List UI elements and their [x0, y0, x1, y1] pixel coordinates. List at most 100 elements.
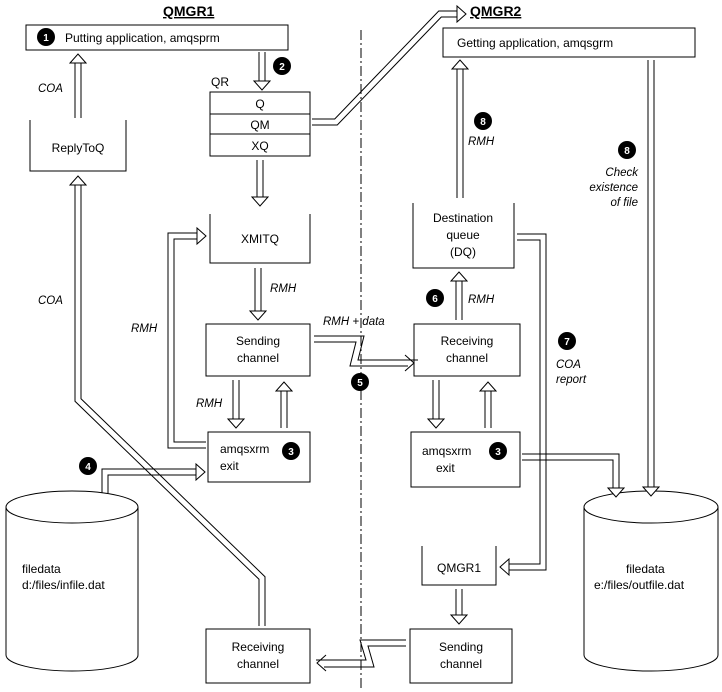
check-existence-line1: Check — [605, 167, 639, 179]
arrow-exit2-to-receiving — [478, 381, 498, 428]
arrow-getting-to-outfile — [641, 60, 661, 497]
qr-label: QR — [211, 75, 229, 89]
outfile-label-line2: e:/files/outfile.dat — [594, 578, 685, 592]
amqsxrm-exit-qmgr2-line1: amqsxrm — [422, 444, 471, 458]
qmgr1-transmission-queue: QMGR1 — [421, 546, 497, 586]
outfile-cylinder: filedata e:/files/outfile.dat — [583, 490, 719, 672]
qmgr1-title: QMGR1 — [163, 3, 215, 19]
arrow-app-to-qr — [252, 52, 272, 91]
arrow-qr-to-xmitq — [250, 160, 270, 207]
rmh-label-xmitq: RMH — [270, 283, 297, 295]
arrow-qr-to-qmgr2 — [312, 4, 467, 126]
receiving-channel-qmgr2-line2: channel — [446, 351, 488, 365]
outfile-label-line1: filedata — [626, 562, 665, 576]
rmh-label-exit: RMH — [196, 398, 223, 410]
arrow-replytoq-to-app — [68, 53, 88, 118]
step-badge-3-qmgr2: 3 — [489, 442, 507, 460]
step-badge-4-text: 4 — [85, 462, 91, 473]
rmh-data-label: RMH + data — [323, 316, 385, 328]
step-badge-1: 1 — [37, 28, 55, 46]
qr-row-xq: XQ — [251, 139, 268, 153]
step-badge-1-text: 1 — [43, 33, 49, 44]
receiving-channel-qmgr1-line2: channel — [237, 657, 279, 671]
flow-arrows — [68, 4, 661, 626]
xmitq-queue: XMITQ — [209, 214, 311, 264]
arrow-infile-to-exit — [101, 462, 206, 493]
arrow-qmgr1q-to-sending — [449, 589, 469, 625]
step-badge-3-qmgr1-text: 3 — [288, 447, 294, 458]
step-badge-7-text: 7 — [564, 337, 570, 348]
getting-application-box: Getting application, amqsgrm — [442, 27, 696, 58]
step-badge-3-qmgr2-text: 3 — [495, 447, 501, 458]
channel-link-qmgr1-to-qmgr2 — [314, 335, 418, 372]
infile-label-line1: filedata — [22, 562, 61, 576]
step-badge-7: 7 — [558, 332, 576, 350]
sending-channel-qmgr1-line2: channel — [237, 351, 279, 365]
qr-row-qm: QM — [250, 118, 269, 132]
receiving-channel-qmgr1: Receiving channel — [205, 628, 311, 684]
arrow-receiving-to-replytoq — [68, 175, 266, 626]
putting-application-box: Putting application, amqsprm — [25, 24, 289, 51]
check-existence-line3: of file — [611, 197, 639, 209]
amqsxrm-exit-qmgr1-line1: amqsxrm — [220, 442, 269, 456]
arrow-exit-rmh-loop — [167, 226, 207, 449]
coa-report-line2: report — [556, 374, 587, 386]
qr-row-q: Q — [255, 97, 264, 111]
step-badge-8-check-text: 8 — [624, 146, 630, 157]
amqsxrm-exit-qmgr1: amqsxrm exit — [207, 431, 311, 483]
step-badge-5: 5 — [351, 373, 369, 391]
step-badge-5-text: 5 — [357, 378, 363, 389]
qr-definition-table: Q QM XQ — [209, 91, 311, 157]
step-badge-8-check: 8 — [618, 141, 636, 159]
step-badge-6-text: 6 — [432, 294, 438, 305]
coa-label-top: COA — [38, 83, 63, 95]
arrow-receiving-to-exit2 — [426, 380, 446, 429]
receiving-channel-qmgr2: Receiving channel — [413, 323, 521, 377]
coa-label-mid: COA — [38, 295, 63, 307]
replytoq-queue: ReplyToQ — [29, 120, 127, 172]
putting-application-label: Putting application, amqsprm — [65, 31, 220, 45]
destination-queue-line1: Destination — [433, 211, 493, 225]
sending-channel-qmgr2-line2: channel — [440, 657, 482, 671]
channel-link-qmgr2-to-qmgr1 — [316, 639, 406, 672]
coa-report-line1: COA — [556, 359, 581, 371]
arrow-dq-coa-report — [499, 233, 547, 577]
step-badge-2: 2 — [273, 57, 291, 75]
sending-channel-qmgr2: Sending channel — [409, 628, 513, 684]
step-badge-8-rmh-text: 8 — [480, 117, 486, 128]
amqsxrm-exit-qmgr2: amqsxrm exit — [410, 431, 521, 488]
arrow-exit2-to-outfile — [522, 453, 626, 498]
rmh-label-6: RMH — [468, 294, 495, 306]
amqsxrm-exit-qmgr1-line2: exit — [220, 459, 239, 473]
arrow-xmitq-to-sending — [248, 268, 268, 321]
receiving-channel-qmgr2-line1: Receiving — [441, 334, 494, 348]
step-badge-3-qmgr1: 3 — [282, 442, 300, 460]
getting-application-label: Getting application, amqsgrm — [457, 36, 613, 50]
arrow-exit-to-sending — [274, 381, 294, 428]
infile-cylinder: filedata d:/files/infile.dat — [5, 490, 139, 672]
sending-channel-qmgr2-line1: Sending — [439, 640, 483, 654]
qmgr2-title: QMGR2 — [470, 3, 522, 19]
step-badge-4: 4 — [79, 457, 97, 475]
xmitq-label: XMITQ — [241, 232, 279, 246]
arrow-receiving-to-dq — [449, 271, 469, 320]
destination-queue-line2: queue — [446, 228, 480, 242]
rmh-label-8: RMH — [468, 136, 495, 148]
amqsxrm-exit-qmgr2-line2: exit — [436, 461, 455, 475]
rmh-label-left: RMH — [131, 323, 158, 335]
step-badge-6: 6 — [426, 289, 444, 307]
step-badge-2-text: 2 — [279, 62, 285, 73]
arrow-dq-to-getting-app — [450, 59, 470, 198]
arrow-sending-to-exit — [226, 380, 246, 429]
qmgr1-queue-label: QMGR1 — [437, 561, 481, 575]
infile-label-line2: d:/files/infile.dat — [22, 578, 105, 592]
receiving-channel-qmgr1-line1: Receiving — [232, 640, 285, 654]
sending-channel-qmgr1: Sending channel — [205, 323, 311, 377]
check-existence-line2: existence — [589, 182, 638, 194]
destination-queue: Destination queue (DQ) — [412, 203, 515, 269]
replytoq-label: ReplyToQ — [52, 141, 105, 155]
step-badge-8-rmh: 8 — [474, 112, 492, 130]
sending-channel-qmgr1-line1: Sending — [236, 334, 280, 348]
destination-queue-line3: (DQ) — [450, 245, 476, 259]
